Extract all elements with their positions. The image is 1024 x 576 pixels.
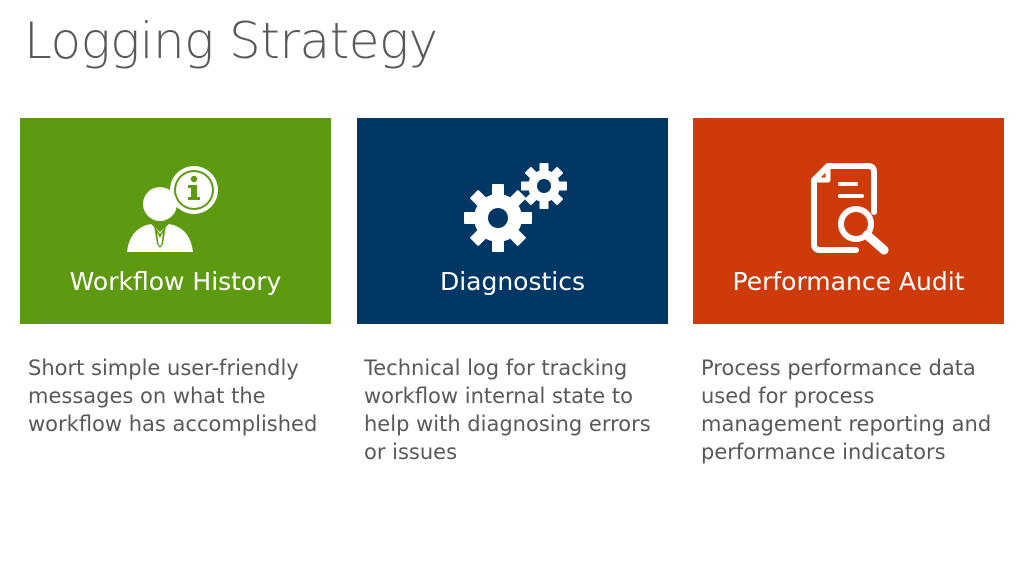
tile-description-workflow-history: Short simple user-friendly messages on w… [28, 356, 318, 436]
tile-description-performance-audit: Process performance data used for proces… [701, 356, 992, 464]
tile-diagnostics: Diagnostics [357, 118, 668, 324]
tile-label: Workflow History [69, 267, 282, 296]
tile-description-diagnostics: Technical log for tracking workflow inte… [364, 356, 651, 464]
tile-label: Diagnostics [439, 267, 586, 296]
tile-workflow-history: Workflow History [20, 118, 331, 324]
user-info-icon [121, 160, 231, 256]
document-search-icon [794, 160, 904, 256]
gears-icon [458, 160, 568, 256]
slide-title: Logging Strategy [24, 12, 438, 70]
tile-label: Performance Audit [732, 267, 965, 296]
tile-performance-audit: Performance Audit [693, 118, 1004, 324]
